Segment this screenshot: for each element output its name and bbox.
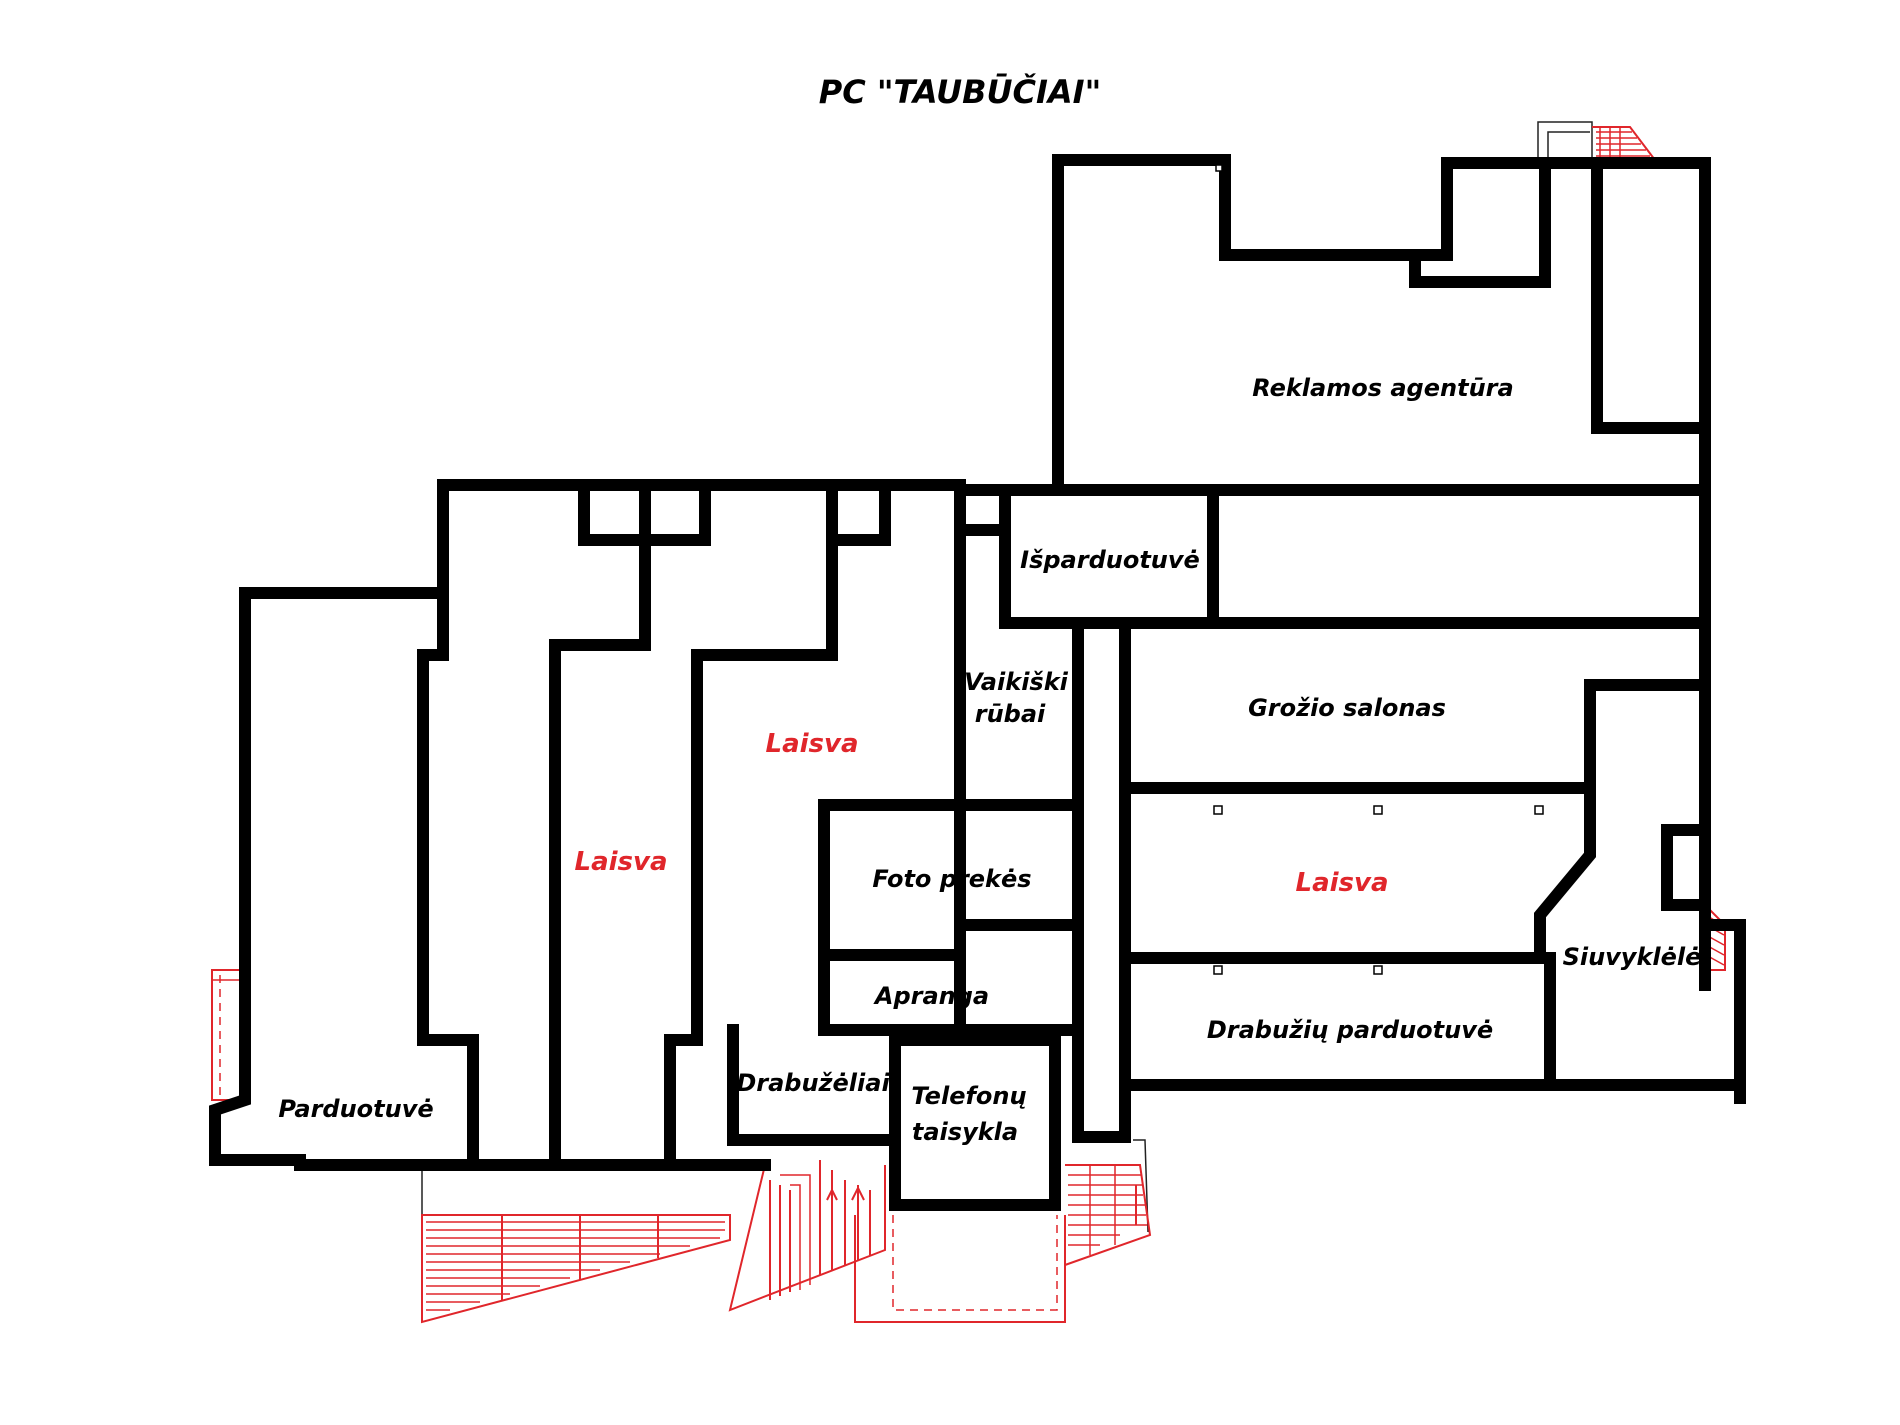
label-parduotuve: Parduotuvė — [278, 1095, 433, 1123]
wall-reklamos — [1052, 154, 1711, 496]
label-laisva-right: Laisva — [1296, 868, 1389, 898]
label-telefonu-1: Telefonų — [911, 1082, 1026, 1110]
label-laisva-left: Laisva — [575, 847, 668, 877]
label-drabuzeliai: Drabužėliai — [736, 1069, 890, 1097]
stair-top-right — [1537, 121, 1656, 161]
walls — [209, 154, 1746, 1211]
column-markers — [1213, 164, 1544, 975]
label-vaikiski-2: rūbai — [975, 700, 1046, 728]
label-drabuziu: Drabužių parduotuvė — [1207, 1016, 1493, 1044]
stair-bottom-right — [1064, 1139, 1152, 1266]
label-telefonu-2: taisykla — [912, 1118, 1018, 1146]
label-laisva-center: Laisva — [766, 729, 859, 759]
stairs — [211, 121, 1726, 1324]
label-grozio: Grožio salonas — [1248, 694, 1446, 722]
plan-title: PC "TAUBŪČIAI" — [819, 72, 1102, 111]
label-siuvyklele: Siuvyklėlė — [1563, 943, 1702, 971]
label-apranga: Apranga — [873, 982, 989, 1010]
stair-left — [211, 969, 240, 1101]
unit-labels: Reklamos agentūra Išparduotuvė Vaikiški … — [278, 374, 1701, 1146]
label-isparduotuve: Išparduotuvė — [1020, 546, 1200, 574]
ramp-bottom-middle — [728, 1160, 886, 1312]
wall-parduotuve — [209, 587, 449, 1166]
label-reklamos: Reklamos agentūra — [1252, 374, 1513, 402]
ramp-bottom-left — [421, 1170, 731, 1324]
landing-bottom-center — [854, 1215, 1066, 1323]
label-vaikiski-1: Vaikiški — [964, 668, 1069, 696]
label-foto: Foto prekės — [872, 865, 1031, 893]
